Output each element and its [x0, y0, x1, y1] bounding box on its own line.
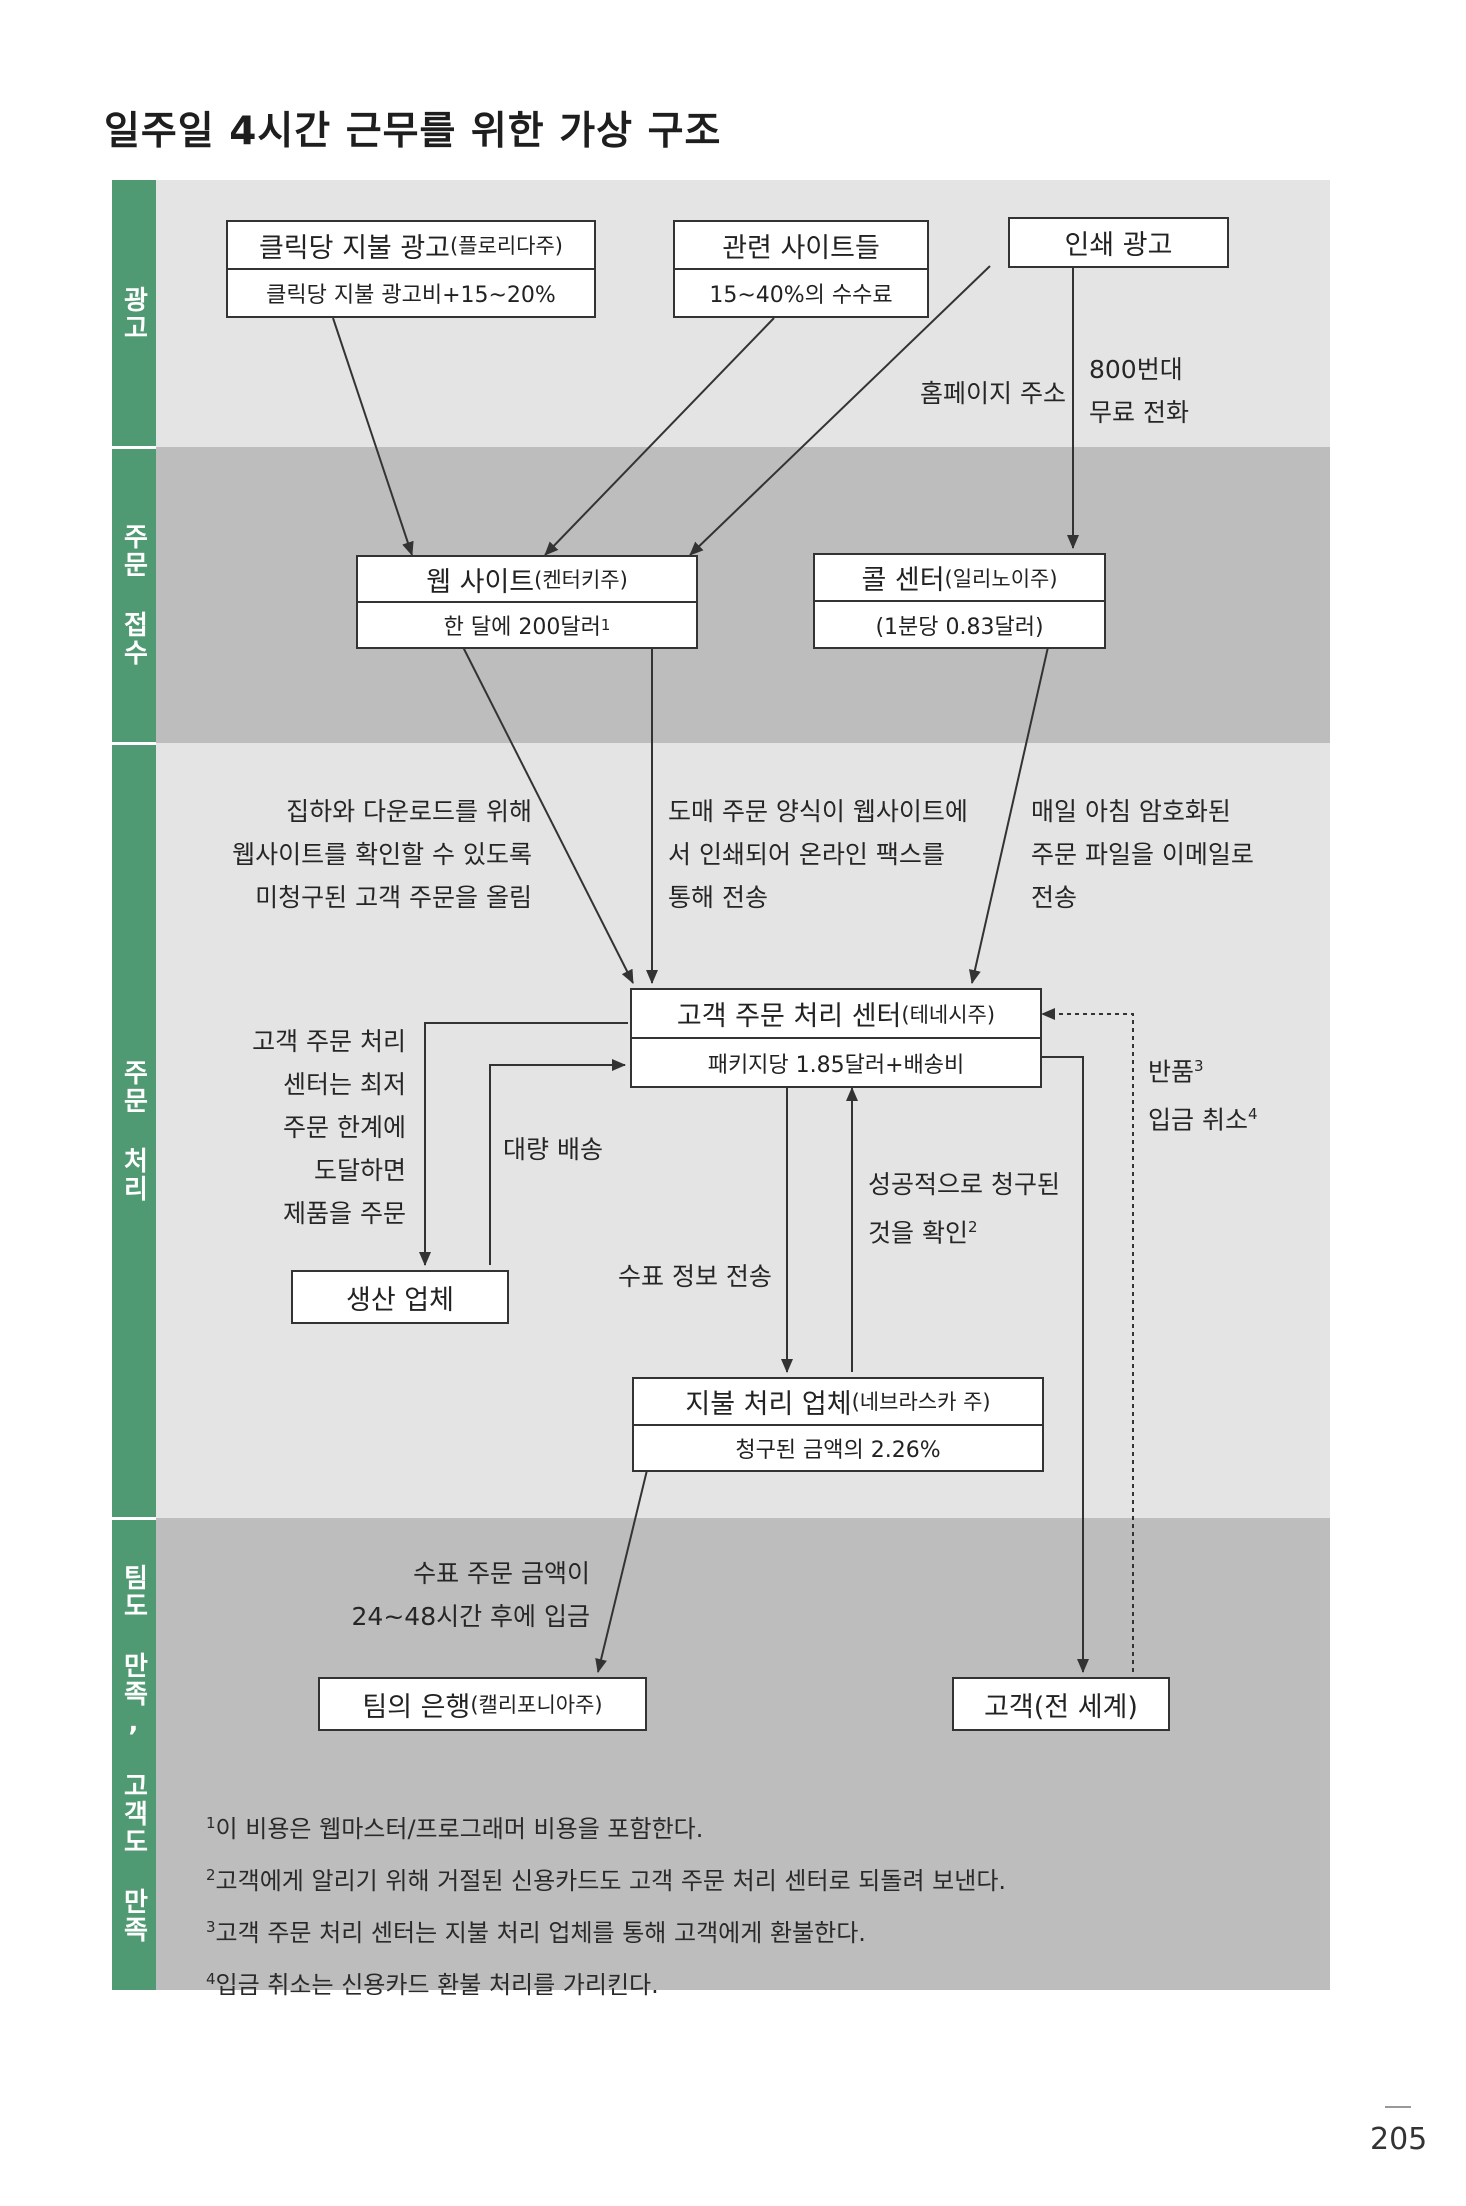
page-number: 205	[1370, 2122, 1428, 2157]
node-print-ad: 인쇄 광고	[1008, 217, 1229, 268]
label-daily-email: 매일 아침 암호화된 주문 파일을 이메일로 전송	[1031, 797, 1254, 912]
label-bulk-shipping: 대량 배송	[503, 1135, 603, 1164]
label-deposit-timing: 수표 주문 금액이 24~48시간 후에 입금	[351, 1559, 590, 1631]
footnote-2: 2고객에게 알리기 위해 거절된 신용카드도 고객 주문 처리 센터로 되돌려 …	[206, 1866, 1007, 1895]
label-returns-chargebacks: 반품3 입금 취소4	[1148, 1057, 1258, 1135]
node-payment-processor: 지불 처리 업체(네브라스카 주) 청구된 금액의 2.26%	[632, 1377, 1044, 1472]
arrow-manufacturer-to-fulfillment	[489, 1059, 626, 1265]
arrow-affiliates-to-website	[544, 317, 775, 556]
stage-label-fulfillment: 주문 처리	[112, 743, 156, 1518]
arrow-customer-returns-dotted	[1041, 1008, 1134, 1672]
stage-label-order-intake: 주문 접수	[112, 447, 156, 743]
node-fulfillment-center: 고객 주문 처리 센터(테네시주) 패키지당 1.85달러+배송비	[630, 988, 1042, 1088]
label-homepage: 홈페이지 주소	[920, 379, 1066, 408]
label-website-orders: 집하와 다운로드를 위해 웹사이트를 확인할 수 있도록 미청구된 고객 주문을…	[232, 797, 532, 912]
arrow-payment-to-bank	[595, 1465, 649, 1673]
arrow-fulfillment-to-customer	[1040, 1056, 1089, 1673]
arrow-callcenter-to-fulfillment	[969, 646, 1049, 984]
arrow-print-to-website	[689, 265, 991, 556]
node-call-center: 콜 센터(일리노이주) (1분당 0.83달러)	[813, 553, 1106, 649]
arrow-website-to-fulfillment-left	[462, 646, 634, 984]
footnotes: 1이 비용은 웹마스터/프로그래머 비용을 포함한다. 2고객에게 알리기 위해…	[206, 1800, 1006, 2008]
footnote-1: 1이 비용은 웹마스터/프로그래머 비용을 포함한다.	[206, 1814, 704, 1843]
stage-band-order-intake	[112, 447, 1330, 743]
arrow-fulfillment-to-manufacturer	[419, 1022, 628, 1266]
label-receipt-info: 수표 정보 전송	[618, 1262, 772, 1291]
label-wholesale-fax: 도매 주문 양식이 웹사이트에 서 인쇄되어 온라인 팩스를 통해 전송	[668, 797, 968, 912]
label-reorder-rule: 고객 주문 처리 센터는 최저 주문 한계에 도달하면 제품을 주문	[252, 1027, 406, 1228]
node-team-bank: 팀의 은행(캘리포니아주)	[318, 1677, 647, 1731]
label-confirm-charge: 성공적으로 청구된 것을 확인2	[868, 1170, 1060, 1248]
node-affiliates: 관련 사이트들 15~40%의 수수료	[673, 220, 929, 318]
node-customer: 고객(전 세계)	[952, 1677, 1170, 1731]
stage-label-satisfaction: 팀도 만족, 고객도 만족	[112, 1518, 156, 1990]
stage-label-advertising: 광고	[112, 180, 156, 447]
arrow-ppc-to-website	[332, 317, 414, 556]
node-ppc-ad: 클릭당 지불 광고(플로리다주) 클릭당 지불 광고비+15~20%	[226, 220, 596, 318]
footnote-3: 3고객 주문 처리 센터는 지불 처리 업체를 통해 고객에게 환불한다.	[206, 1918, 866, 1947]
node-manufacturer: 생산 업체	[291, 1270, 509, 1324]
page-title: 일주일 4시간 근무를 위한 가상 구조	[104, 109, 722, 154]
stage-band-satisfaction	[112, 1518, 1330, 1990]
footnote-4: 4입금 취소는 신용카드 환불 처리를 가리킨다.	[206, 1970, 659, 1999]
page-number-rule	[1385, 2106, 1411, 2108]
